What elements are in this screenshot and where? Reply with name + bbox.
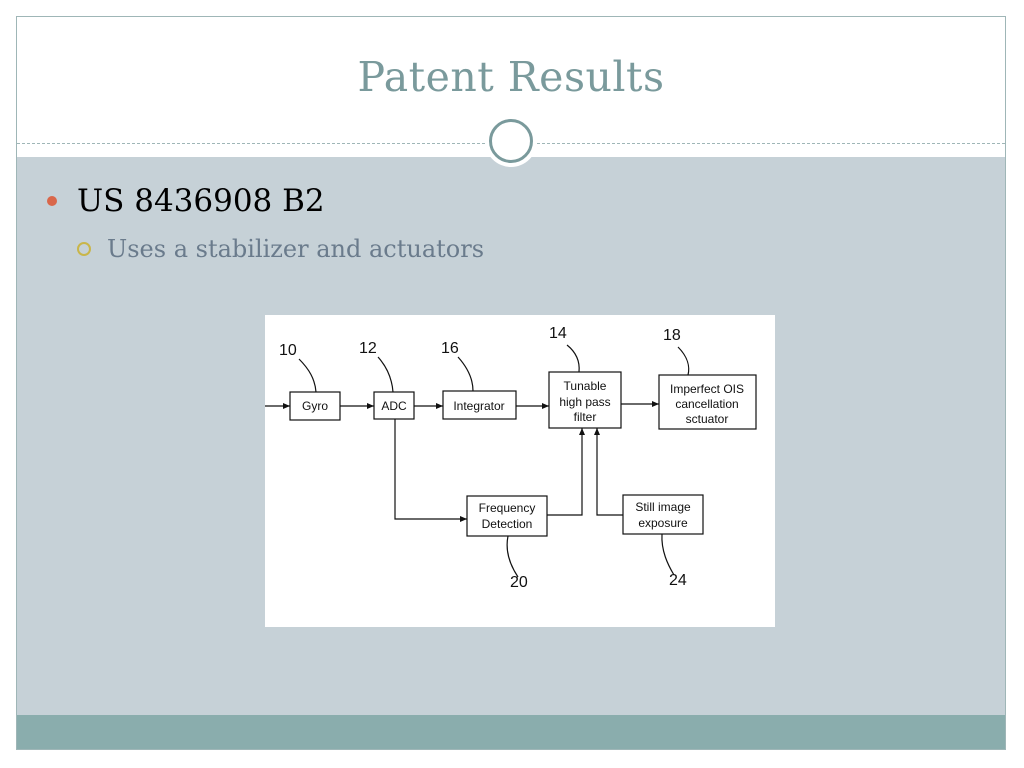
ref-leader-integrator	[458, 357, 473, 391]
sub-bullet-item: Uses a stabilizer and actuators	[77, 235, 484, 263]
ref-number-actuator: 18	[663, 327, 681, 344]
actuator-label-3: sctuator	[686, 412, 729, 426]
actuator-label-2: cancellation	[675, 397, 738, 411]
ref-leader-adc	[378, 357, 393, 392]
filter-label-1: Tunable	[564, 379, 607, 393]
ref-leader-filter	[567, 345, 579, 372]
filter-label-3: filter	[574, 410, 597, 424]
ref-leader-freq	[507, 536, 518, 577]
filter-label-2: high pass	[559, 395, 610, 409]
ref-number-freq: 20	[510, 574, 528, 591]
block-diagram-svg: Gyro ADC Integrator Tunable high pass fi…	[265, 315, 775, 627]
divider-ring-icon	[489, 119, 533, 163]
gyro-label: Gyro	[302, 399, 328, 413]
ref-number-still: 24	[669, 572, 687, 589]
freq-label-1: Frequency	[479, 501, 536, 515]
bullet-item: US 8436908 B2	[47, 183, 325, 219]
slide-title: Patent Results	[17, 53, 1005, 101]
ref-leader-still	[662, 534, 674, 575]
still-label-2: exposure	[638, 516, 688, 530]
ref-number-gyro: 10	[279, 342, 297, 359]
ref-number-integrator: 16	[441, 340, 459, 357]
adc-label: ADC	[381, 399, 407, 413]
freq-label-2: Detection	[482, 517, 533, 531]
sub-bullet-ring-icon	[77, 242, 91, 256]
integrator-label: Integrator	[453, 399, 504, 413]
actuator-label-1: Imperfect OIS	[670, 382, 744, 396]
freq-filter-arrow	[547, 428, 582, 515]
adc-freq-arrow	[395, 419, 467, 519]
ref-number-filter: 14	[549, 325, 567, 342]
patent-block-diagram: Gyro ADC Integrator Tunable high pass fi…	[265, 315, 775, 627]
patent-number: US 8436908 B2	[77, 183, 325, 219]
sub-bullet-text: Uses a stabilizer and actuators	[107, 235, 484, 263]
ref-leader-gyro	[299, 359, 316, 392]
footer-bar	[17, 715, 1005, 750]
bullet-dot-icon	[47, 196, 57, 206]
still-label-1: Still image	[635, 500, 691, 514]
still-filter-arrow	[597, 428, 623, 515]
ref-number-adc: 12	[359, 340, 377, 357]
ref-leader-actuator	[678, 347, 689, 375]
slide: Patent Results US 8436908 B2 Uses a stab…	[16, 16, 1006, 750]
